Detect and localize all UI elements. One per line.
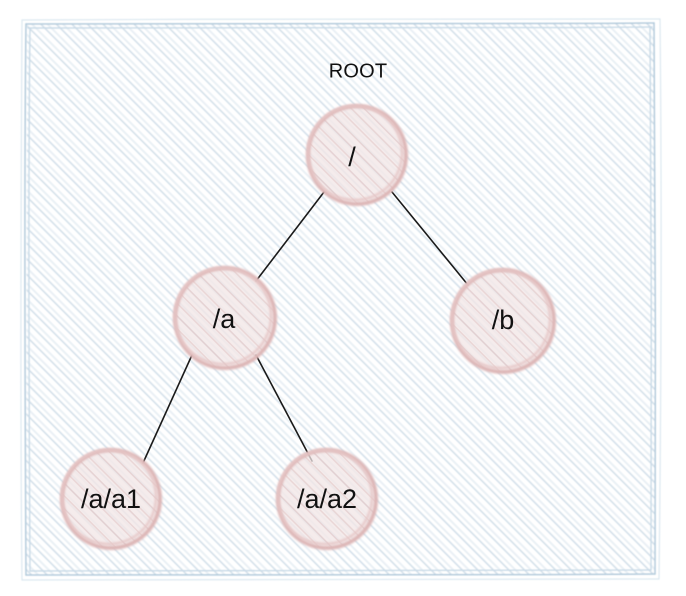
node-root-label: / xyxy=(348,142,356,172)
edge-root-a xyxy=(255,191,325,282)
node-root-fill xyxy=(308,106,406,204)
node-b-outline-2 xyxy=(450,268,552,370)
node-b-fill xyxy=(452,270,554,372)
node-a1-label: /a/a1 xyxy=(81,484,141,514)
node-a1-outline-2 xyxy=(60,448,158,546)
node-a1[interactable]: /a/a1 xyxy=(60,448,162,550)
edge-a-a1 xyxy=(142,354,193,464)
node-a-outline-2 xyxy=(173,266,273,366)
node-a2[interactable]: /a/a2 xyxy=(276,448,378,550)
tree-edges xyxy=(142,191,469,464)
node-a-label: /a xyxy=(213,304,237,334)
node-a2-label: /a/a2 xyxy=(297,484,357,514)
node-a2-fill xyxy=(278,450,376,548)
node-root-outline-2 xyxy=(306,104,404,202)
node-a-fill xyxy=(175,268,275,368)
root-caption-label: ROOT xyxy=(329,60,388,82)
node-root[interactable]: / xyxy=(306,104,408,206)
node-a2-outline-2 xyxy=(276,448,374,546)
node-b[interactable]: /b xyxy=(450,268,556,374)
edge-a-a2 xyxy=(255,354,313,462)
node-b-label: /b xyxy=(492,305,515,335)
node-a[interactable]: /a xyxy=(173,266,277,370)
node-a1-fill xyxy=(62,450,160,548)
diagram-frame xyxy=(20,18,662,581)
edge-root-b xyxy=(391,191,469,286)
